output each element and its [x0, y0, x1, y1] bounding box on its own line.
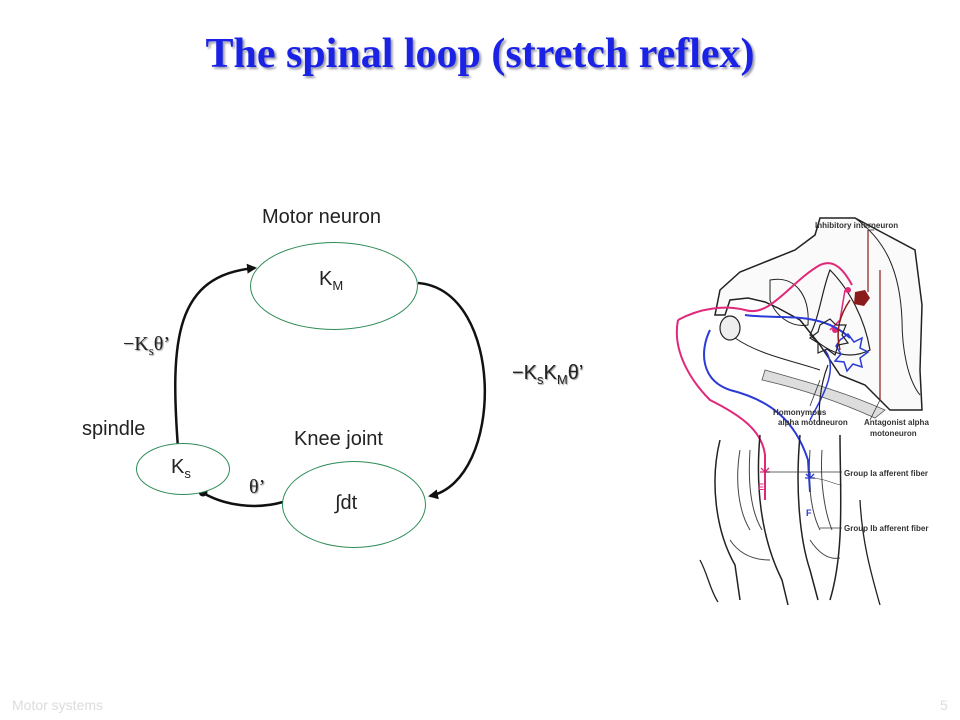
label-group-ia: Group Ia afferent fiber — [844, 469, 928, 478]
spindle-gain-sub: s — [184, 466, 191, 481]
label-group-ib: Group Ib afferent fiber — [844, 524, 928, 533]
label-homonymous-alpha: alpha motoneuron — [778, 418, 848, 427]
edge-spindle-suffix: θ’ — [153, 333, 171, 355]
label-antagonist-alpha: Antagonist alpha — [864, 418, 929, 427]
spindle-node — [136, 443, 230, 495]
motor-neuron-gain-sub: M — [332, 278, 344, 293]
spinal-anatomy-illustration: E F Inhibitory interneuron Homonymous al… — [675, 217, 929, 606]
knee-joint-label: Knee joint — [294, 428, 383, 450]
spindle-gain-main: K — [171, 456, 185, 478]
arrow-motor-to-knee — [417, 281, 487, 500]
page-title: The spinal loop (stretch reflex) — [205, 31, 755, 77]
edge-motor-prefix: −K — [512, 362, 538, 384]
edge-label-knee-angle: θ’ — [249, 476, 266, 498]
muscle-letter-f: F — [806, 508, 812, 518]
knee-joint-node — [282, 461, 426, 548]
footer-section-name: Motor systems — [12, 697, 104, 713]
arrow-spindle-to-motor — [174, 263, 257, 449]
motor-neuron-label: Motor neuron — [262, 206, 381, 228]
spindle-gain: Ks — [171, 456, 191, 481]
edge-motor-sub2: M — [556, 372, 568, 387]
footer-page-number: 5 — [940, 697, 948, 713]
edge-label-spindle-feedback: −Ksθ’ — [123, 333, 170, 359]
spindle-label: spindle — [82, 418, 146, 440]
motor-neuron-node — [250, 242, 418, 330]
knee-joint-integral: ∫dt — [335, 492, 358, 514]
label-antagonist-motoneuron: motoneuron — [870, 429, 917, 438]
arrow-knee-to-spindle — [204, 492, 284, 508]
label-homonymous: Homonymous — [773, 408, 827, 417]
edge-motor-suffix: θ’ — [567, 362, 584, 384]
muscle-letter-e: E — [758, 482, 764, 492]
edge-motor-mid: K — [543, 362, 557, 384]
edge-spindle-prefix: −K — [123, 333, 149, 355]
label-inhibitory-interneuron: Inhibitory interneuron — [815, 221, 898, 230]
edge-label-motor-output: −KsKMθ’ — [512, 362, 583, 387]
motor-neuron-gain-main: K — [319, 268, 333, 290]
motor-neuron-gain: KM — [319, 268, 343, 293]
edge-spindle-sub: s — [148, 343, 154, 358]
edge-motor-sub1: s — [537, 372, 544, 387]
